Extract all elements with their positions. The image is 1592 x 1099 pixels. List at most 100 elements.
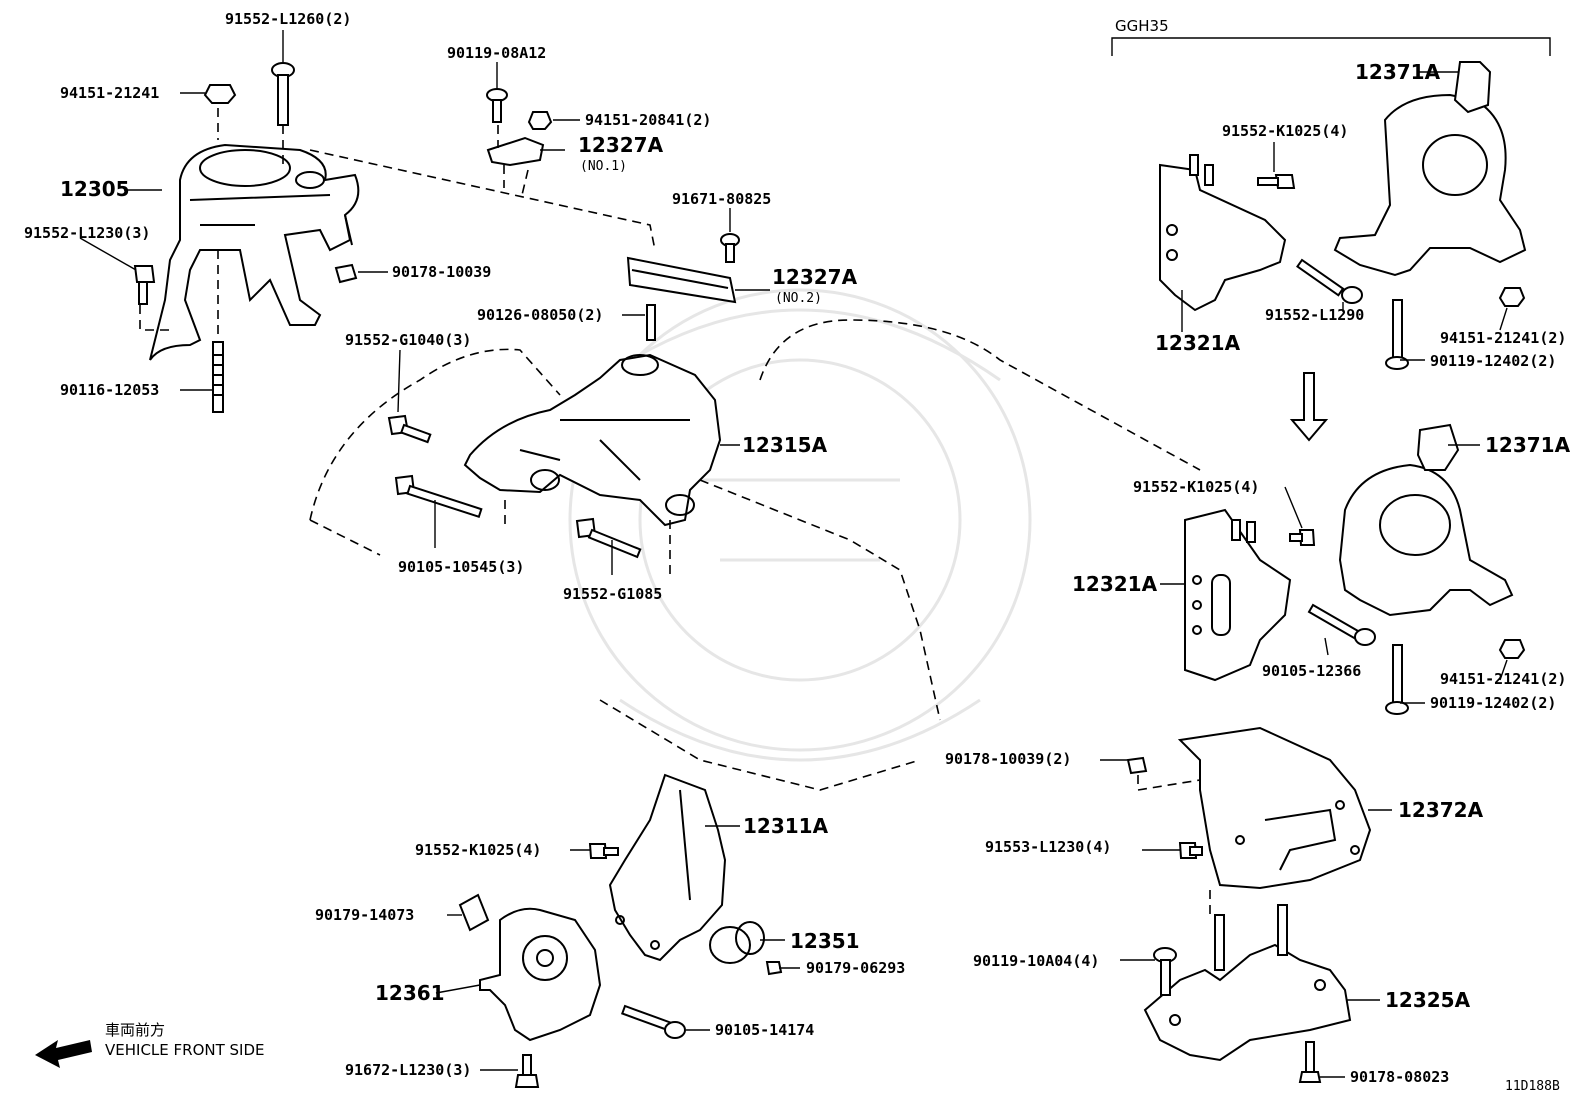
label-12321A-top[interactable]: 12321A (1155, 331, 1241, 355)
label-12311A[interactable]: 12311A (743, 814, 829, 838)
nut-90179-06293[interactable] (765, 961, 783, 976)
label-90119-12402-top[interactable]: 90119-12402(2) (1430, 352, 1556, 370)
label-12325A[interactable]: 12325A (1385, 988, 1471, 1012)
engine-mount-12305[interactable] (149, 143, 360, 361)
label-90116-12053[interactable]: 90116-12053 (60, 381, 159, 399)
label-91553-L1230[interactable]: 91553-L1230(4) (985, 838, 1111, 856)
bolt-90119-10A04[interactable] (1153, 947, 1177, 996)
mount-12371A-bottom[interactable] (1338, 423, 1514, 617)
bracket-12325A[interactable] (1143, 904, 1352, 1062)
label-90105-14174[interactable]: 90105-14174 (715, 1021, 814, 1039)
bolt-91552-K1025-top[interactable] (1257, 174, 1296, 189)
bolt-90119-12402-top[interactable] (1385, 299, 1409, 370)
label-91552-L1230[interactable]: 91552-L1230(3) (24, 224, 150, 242)
label-91671-80825[interactable]: 91671-80825 (672, 190, 771, 208)
label-91552-G1040[interactable]: 91552-G1040(3) (345, 331, 471, 349)
label-90105-10545[interactable]: 90105-10545(3) (398, 558, 524, 576)
label-90105-12366[interactable]: 90105-12366 (1262, 662, 1361, 680)
front-arrow-jp: 車両前方 (105, 1021, 165, 1039)
label-12361[interactable]: 12361 (375, 981, 445, 1005)
label-12371A-top[interactable]: 12371A (1355, 60, 1441, 84)
nut-94151-21241-top[interactable] (1498, 287, 1526, 307)
label-94151-21241-bottom[interactable]: 94151-21241(2) (1440, 670, 1566, 688)
bushing-90179-14073[interactable] (458, 893, 490, 932)
bolt-90105-14174[interactable] (620, 1004, 686, 1039)
variant-label: GGH35 (1115, 17, 1169, 35)
bolt-91552-K1025-bottom[interactable] (588, 843, 619, 859)
nut-94151-21241-bottom[interactable] (1498, 639, 1526, 659)
mount-12361[interactable] (479, 907, 602, 1042)
bolt-91552-L1260[interactable] (271, 62, 295, 126)
bolt-91552-L1290[interactable] (1296, 258, 1363, 304)
assembly-line (139, 108, 284, 340)
label-90119-10A04[interactable]: 90119-10A04(4) (973, 952, 1099, 970)
label-94151-21241-top[interactable]: 94151-21241(2) (1440, 329, 1566, 347)
label-90178-10039-right[interactable]: 90178-10039(2) (945, 750, 1071, 768)
label-91552-K1025-mid[interactable]: 91552-K1025(4) (1133, 478, 1259, 496)
label-90179-14073[interactable]: 90179-14073 (315, 906, 414, 924)
part-labels: 91552-L1260(2) 94151-21241 90119-08A12 9… (24, 10, 1571, 1094)
vehicle-front-arrow: 車両前方 VEHICLE FRONT SIDE (35, 1021, 265, 1068)
engine-outline (309, 319, 1201, 791)
bolt-90119-12402-bottom[interactable] (1385, 644, 1409, 715)
label-90126-08050[interactable]: 90126-08050(2) (477, 306, 603, 324)
bolt-90119-08A12[interactable] (486, 88, 508, 123)
arrow-left-icon (35, 1040, 92, 1068)
bolt-90105-10545[interactable] (394, 474, 483, 519)
bracket-12321A-bottom[interactable] (1184, 508, 1292, 682)
diagram-code: 11D188B (1505, 1079, 1560, 1094)
label-12327A-no1[interactable]: 12327A (578, 133, 664, 157)
label-12371A-bottom[interactable]: 12371A (1485, 433, 1571, 457)
label-94151-20841[interactable]: 94151-20841(2) (585, 111, 711, 129)
label-90119-12402-bottom[interactable]: 90119-12402(2) (1430, 694, 1556, 712)
label-90178-08023[interactable]: 90178-08023 (1350, 1068, 1449, 1086)
label-12315A[interactable]: 12315A (742, 433, 828, 457)
label-91552-K1025-bottom[interactable]: 91552-K1025(4) (415, 841, 541, 859)
label-12351[interactable]: 12351 (790, 929, 860, 953)
bolt-91552-L1230[interactable] (133, 265, 156, 305)
watermark-emblem (568, 288, 1032, 762)
bolt-90105-12366[interactable] (1307, 603, 1376, 646)
label-94151-21241[interactable]: 94151-21241 (60, 84, 159, 102)
label-12327A-no1-sub: (NO.1) (580, 159, 627, 174)
front-arrow-en: VEHICLE FRONT SIDE (105, 1041, 265, 1059)
label-91552-K1025-top[interactable]: 91552-K1025(4) (1222, 122, 1348, 140)
bolt-91552-K1025-mid[interactable] (1289, 529, 1316, 546)
bracket-12327A-no2[interactable] (626, 256, 737, 304)
engine-mount-12315A[interactable] (463, 353, 722, 527)
nut-90178-10039[interactable] (334, 263, 358, 284)
label-90119-08A12[interactable]: 90119-08A12 (447, 44, 546, 62)
stud-90116-12053[interactable] (212, 341, 224, 413)
nut-90178-10039-right[interactable] (1126, 756, 1148, 775)
bolt-91672-L1230[interactable] (514, 1054, 540, 1088)
label-91552-L1290[interactable]: 91552-L1290 (1265, 306, 1364, 324)
label-91672-L1230[interactable]: 91672-L1230(3) (345, 1061, 471, 1079)
label-90179-06293[interactable]: 90179-06293 (806, 959, 905, 977)
label-91552-G1085[interactable]: 91552-G1085 (563, 585, 662, 603)
label-91552-L1260[interactable]: 91552-L1260(2) (225, 10, 351, 28)
mount-12371A-top[interactable] (1333, 61, 1527, 277)
bracket-12327A-no1[interactable] (486, 136, 545, 167)
bushing-12351[interactable] (709, 921, 765, 964)
stud-90126-08050[interactable] (646, 304, 656, 341)
bracket-12321A-top[interactable] (1159, 154, 1287, 312)
bolt-91552-G1040[interactable] (387, 414, 432, 444)
label-12321A-bottom[interactable]: 12321A (1072, 572, 1158, 596)
leader-lines (79, 30, 1508, 1078)
nut-94151-21241[interactable] (203, 84, 237, 104)
arrow-down-icon (1289, 372, 1329, 442)
bracket-12311A[interactable] (608, 773, 727, 962)
mount-12372A[interactable] (1177, 726, 1372, 890)
nut-94151-20841[interactable] (527, 111, 553, 130)
bolt-91671-80825[interactable] (720, 233, 740, 263)
bolt-91553-L1230[interactable] (1178, 842, 1203, 859)
label-12305[interactable]: 12305 (60, 177, 130, 201)
label-12327A-no2[interactable]: 12327A (772, 265, 858, 289)
assembly-line (1137, 775, 1211, 920)
nut-90178-08023[interactable] (1298, 1041, 1322, 1083)
label-90178-10039[interactable]: 90178-10039 (392, 263, 491, 281)
variant-bracket: GGH35 (1111, 17, 1551, 56)
label-12372A[interactable]: 12372A (1398, 798, 1484, 822)
bolt-91552-G1085[interactable] (575, 517, 642, 559)
